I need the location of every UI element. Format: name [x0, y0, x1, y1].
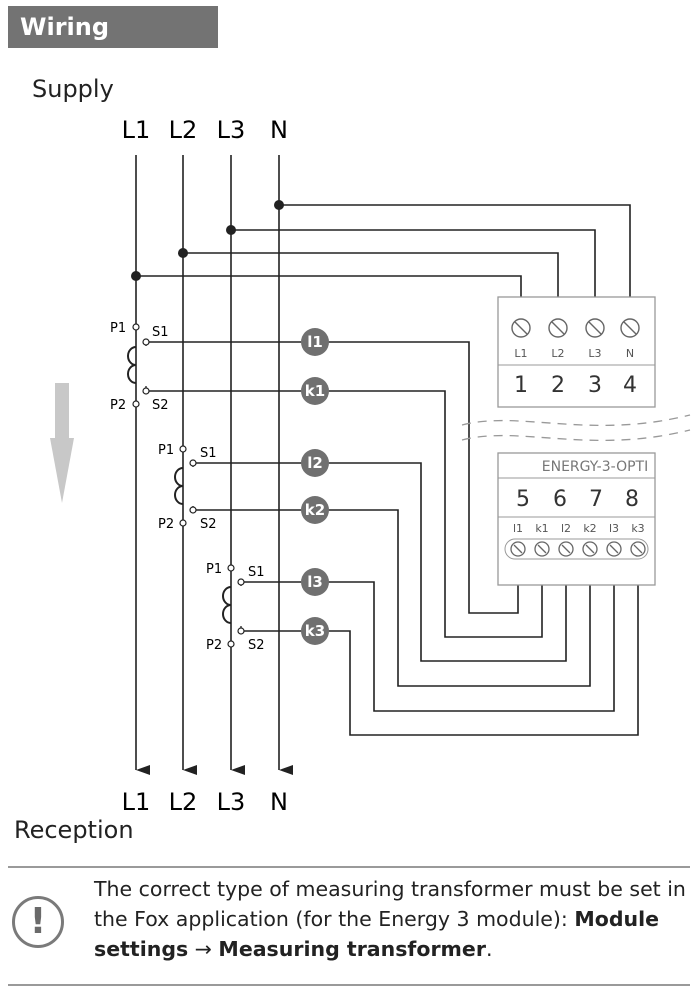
section-header: Wiring diagram	[8, 6, 218, 83]
svg-text:k1: k1	[535, 522, 548, 535]
svg-text:2: 2	[551, 373, 565, 398]
phase-label-bottom-l1: L1	[122, 788, 151, 816]
svg-text:P2: P2	[158, 517, 174, 532]
tap-wire-l1	[136, 275, 522, 297]
supply-label: Supply	[32, 75, 114, 103]
svg-text:k2: k2	[305, 501, 325, 519]
badge-k1	[301, 377, 329, 405]
svg-text:S1: S1	[248, 565, 265, 580]
flow-direction-arrow-icon	[50, 383, 74, 503]
current-transformer-3: P1 P2 S1 S2	[206, 562, 265, 653]
svg-text:k2: k2	[583, 522, 596, 535]
phase-label-bottom-n: N	[270, 788, 288, 816]
note-bottom-divider	[8, 984, 690, 986]
svg-text:S2: S2	[200, 517, 217, 532]
junction-dot-l1	[131, 271, 141, 281]
tap-wire-n	[279, 204, 631, 297]
svg-text:3: 3	[588, 373, 602, 398]
phase-label-top-l3: L3	[217, 116, 246, 144]
svg-text:l1: l1	[513, 522, 523, 535]
phase-label-top-l1: L1	[122, 116, 151, 144]
junction-dot-l3	[226, 225, 236, 235]
svg-text:5: 5	[516, 487, 530, 512]
svg-text:k3: k3	[631, 522, 644, 535]
wire-l1	[146, 341, 519, 614]
svg-text:P1: P1	[110, 321, 126, 336]
section-title: Wiring diagram	[20, 13, 132, 83]
svg-text:l3: l3	[307, 573, 323, 591]
phase-label-top-l2: L2	[169, 116, 198, 144]
wire-l3	[241, 581, 615, 712]
svg-text:l1: l1	[307, 333, 323, 351]
wire-l2	[193, 462, 567, 662]
svg-text:P2: P2	[206, 638, 222, 653]
svg-text:k1: k1	[305, 382, 325, 400]
tap-wire-l2	[183, 252, 559, 297]
wire-k3	[241, 585, 639, 736]
badge-l2	[301, 449, 329, 477]
current-transformer-1: P1 P2 S1 S2	[110, 321, 169, 413]
wire-k1	[146, 390, 543, 638]
wiring-diagram: Supply Reception L1 L2 L3 N L1 L2 L3 N	[14, 75, 691, 844]
svg-text:L1: L1	[514, 347, 527, 360]
svg-text:P2: P2	[110, 398, 126, 413]
note-top-divider	[8, 866, 690, 868]
svg-text:1: 1	[514, 373, 528, 398]
svg-text:8: 8	[625, 487, 639, 512]
wire-k2	[193, 509, 591, 687]
svg-text:l2: l2	[561, 522, 571, 535]
svg-text:l2: l2	[307, 454, 323, 472]
svg-text:k3: k3	[305, 622, 325, 640]
svg-text:4: 4	[623, 373, 637, 398]
svg-text:S2: S2	[248, 638, 265, 653]
svg-text:7: 7	[589, 487, 603, 512]
junction-dot-l2	[178, 248, 188, 258]
phase-label-top-n: N	[270, 116, 288, 144]
exclamation-icon: !	[12, 896, 64, 948]
note-text: The correct type of measuring transforme…	[94, 877, 686, 961]
module-name: ENERGY-3-OPTI	[542, 459, 648, 475]
badge-l3	[301, 568, 329, 596]
svg-text:S2: S2	[152, 398, 169, 413]
reception-label: Reception	[14, 816, 134, 844]
svg-text:S1: S1	[200, 446, 217, 461]
badge-k2	[301, 496, 329, 524]
svg-text:L3: L3	[588, 347, 601, 360]
energy-module: L1 L2 L3 N 1 2 3 4 ENERGY-3-OPTI 5 6 7 8…	[461, 296, 691, 586]
svg-text:L2: L2	[551, 347, 564, 360]
phase-label-bottom-l3: L3	[217, 788, 246, 816]
svg-text:N: N	[626, 347, 634, 360]
badge-l1	[301, 328, 329, 356]
phase-label-bottom-l2: L2	[169, 788, 198, 816]
badge-k3	[301, 617, 329, 645]
svg-text:S1: S1	[152, 325, 169, 340]
svg-text:6: 6	[553, 487, 567, 512]
svg-text:P1: P1	[206, 562, 222, 577]
svg-text:l3: l3	[609, 522, 619, 535]
svg-text:P1: P1	[158, 443, 174, 458]
current-transformer-2: P1 P2 S1 S2	[158, 443, 217, 532]
junction-dot-n	[274, 200, 284, 210]
tap-wire-l3	[231, 229, 596, 297]
